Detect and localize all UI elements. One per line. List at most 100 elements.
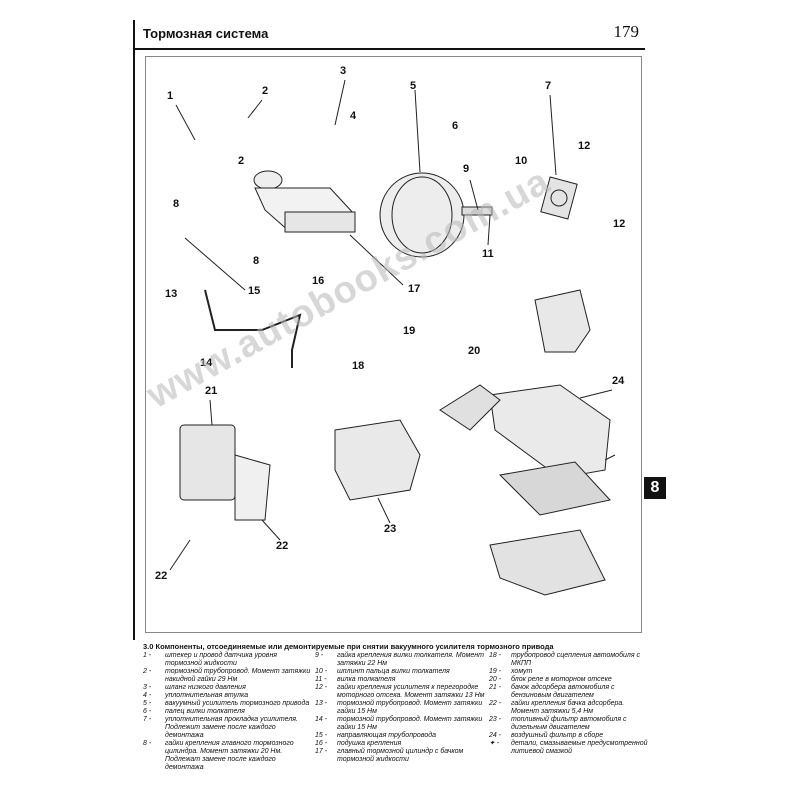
legend-item-number: 15 - (315, 732, 328, 739)
legend-item: 6 - палец вилки толкателя (143, 708, 313, 716)
legend-item-number: 6 - (143, 708, 152, 715)
callout-22: 22 (276, 540, 289, 552)
legend-item-number: 5 - (143, 700, 152, 707)
legend-item-text: тормозной трубопровод. Момент затяжки га… (337, 716, 483, 731)
legend-item-number: 4 - (143, 692, 152, 699)
legend-item-text: тормозной трубопровод. Момент затяжки на… (165, 668, 311, 683)
callout-17: 17 (408, 283, 421, 295)
master-cylinder-body (284, 211, 356, 233)
callout-7: 7 (545, 80, 552, 92)
callout-13: 13 (165, 288, 178, 300)
legend-item-number: 20 - (489, 676, 502, 683)
legend-item-number: 7 - (143, 716, 152, 723)
legend-item: 3 - шланг низкого давления (143, 684, 313, 692)
callout-12: 12 (578, 140, 591, 152)
legend-item-number: 3 - (143, 684, 152, 691)
legend-item-text: бачок адсорбера автомобиля с бензиновым … (511, 684, 615, 699)
callout-12b: 12 (613, 218, 626, 230)
legend-item: 12 -гайки крепления усилителя к перегоро… (315, 684, 487, 700)
section-tab: 8 (644, 477, 666, 499)
booster-gasket (540, 176, 578, 220)
legend-item-text: хомут (511, 668, 533, 675)
legend-column-3: 18 -трубопровод сцепления автомобиля с М… (489, 652, 653, 756)
legend-item-text: гайки крепления бачка адсорбера. Момент … (511, 700, 625, 715)
legend-item: 22 - гайки крепления бачка адсорбера. Мом… (489, 700, 653, 716)
callout-16: 16 (312, 275, 325, 287)
legend-item-number: 16 - (315, 740, 328, 747)
air-filter-housing (489, 529, 606, 596)
callout-2: 2 (262, 85, 269, 97)
legend-item-number: 19 - (489, 668, 502, 675)
legend-item-number: 2 - (143, 668, 152, 675)
legend-item: 9 -гайка крепления вилки толкателя. Моме… (315, 652, 487, 668)
air-filter-element (498, 461, 611, 516)
legend-item: 7 -уплотнительная прокладка усилителя. П… (143, 716, 313, 740)
callout-22b: 22 (155, 570, 168, 582)
callout-8: 8 (173, 198, 180, 210)
left-margin-rule (133, 20, 135, 640)
legend-item-text: детали, смазываемые предусмотренной лити… (511, 740, 648, 755)
legend-item: 13 -тормозной трубопровод. Момент затяжк… (315, 700, 487, 716)
legend-item: 20 - блок реле в моторном отсеке (489, 676, 653, 684)
canister (179, 424, 236, 501)
legend-item: 15 - направляющая трубопровода (315, 732, 487, 740)
legend-column-2: 9 -гайка крепления вилки толкателя. Моме… (315, 652, 487, 764)
callout-20: 20 (468, 345, 481, 357)
legend-item-number: 10 - (315, 668, 328, 675)
legend-item-text: подушка крепления (337, 740, 402, 747)
legend-item-number: 8 - (143, 740, 152, 747)
legend-item-text: штекер и провод датчика уровня тормозной… (165, 652, 278, 667)
legend-item: 14 - тормозной трубопровод. Момент затяжк… (315, 716, 487, 732)
legend-item-text: гайки крепления главного тормозного цили… (165, 740, 294, 771)
callout-9: 9 (463, 163, 470, 175)
callout-5: 5 (410, 80, 417, 92)
legend-item: 5 - вакуумный усилитель тормозного привод… (143, 700, 313, 708)
legend-item-text: блок реле в моторном отсеке (511, 676, 612, 683)
legend-item-number: 24 - (489, 732, 502, 739)
legend-item-number: 22 - (489, 700, 502, 707)
callout-18: 18 (352, 360, 365, 372)
legend-item-number: 21 - (489, 684, 502, 691)
legend-item-number: 23 - (489, 716, 502, 723)
callout-10: 10 (515, 155, 528, 167)
legend-item: 1 -штекер и провод датчика уровня тормоз… (143, 652, 313, 668)
legend-item-text: вакуумный усилитель тормозного привода (165, 700, 310, 707)
legend-item: 4 -уплотнительная втулка (143, 692, 313, 700)
legend-item: 18 -трубопровод сцепления автомобиля с М… (489, 652, 653, 668)
legend-item-text: тормозной трубопровод. Момент затяжки га… (337, 700, 483, 715)
callout-3: 3 (340, 65, 347, 77)
legend-item-text: направляющая трубопровода (337, 732, 436, 739)
legend-column-1: 1 -штекер и провод датчика уровня тормоз… (143, 652, 313, 772)
legend-item: ✦ -детали, смазываемые предусмотренной л… (489, 740, 653, 756)
exploded-diagram-frame (145, 56, 642, 633)
legend-item-number: 14 - (315, 716, 328, 723)
legend-item-text: трубопровод сцепления автомобиля с МКПП (511, 652, 641, 667)
legend-item-number: 17 - (315, 748, 328, 755)
legend-item-text: шланг низкого давления (165, 684, 246, 691)
legend-item-text: воздушный фильтр в сборе (511, 732, 604, 739)
legend-item: 11 -вилка толкателя (315, 676, 487, 684)
relay-box (534, 289, 591, 353)
parts-legend: 1 -штекер и провод датчика уровня тормоз… (143, 652, 653, 792)
callout-21: 21 (205, 385, 218, 397)
legend-item: 23 - топливный фильтр автомобиля с дизель… (489, 716, 653, 732)
reservoir-cap (253, 170, 283, 190)
legend-item: 8 - гайки крепления главного тормозного ц… (143, 740, 313, 772)
page-title: Тормозная система (143, 26, 269, 41)
legend-item-text: главный тормозной цилиндр с бачком тормо… (337, 748, 464, 763)
legend-item: 17 - главный тормозной цилиндр с бачком т… (315, 748, 487, 764)
legend-item-text: палец вилки толкателя (165, 708, 245, 715)
legend-item-text: гайки крепления усилителя к перегородке … (337, 684, 485, 699)
legend-item-text: топливный фильтр автомобиля с дизельным … (511, 716, 627, 731)
legend-item: 10 -шплинт пальца вилки толкателя (315, 668, 487, 676)
page-header: Тормозная система 179 (133, 20, 645, 50)
brake-pipe (204, 289, 302, 368)
legend-item: 2 - тормозной трубопровод. Момент затяжки… (143, 668, 313, 684)
callout-2b: 2 (238, 155, 245, 167)
callout-14: 14 (200, 357, 213, 369)
callout-8b: 8 (253, 255, 260, 267)
legend-item-number: 11 - (315, 676, 327, 683)
callout-4: 4 (350, 110, 357, 122)
